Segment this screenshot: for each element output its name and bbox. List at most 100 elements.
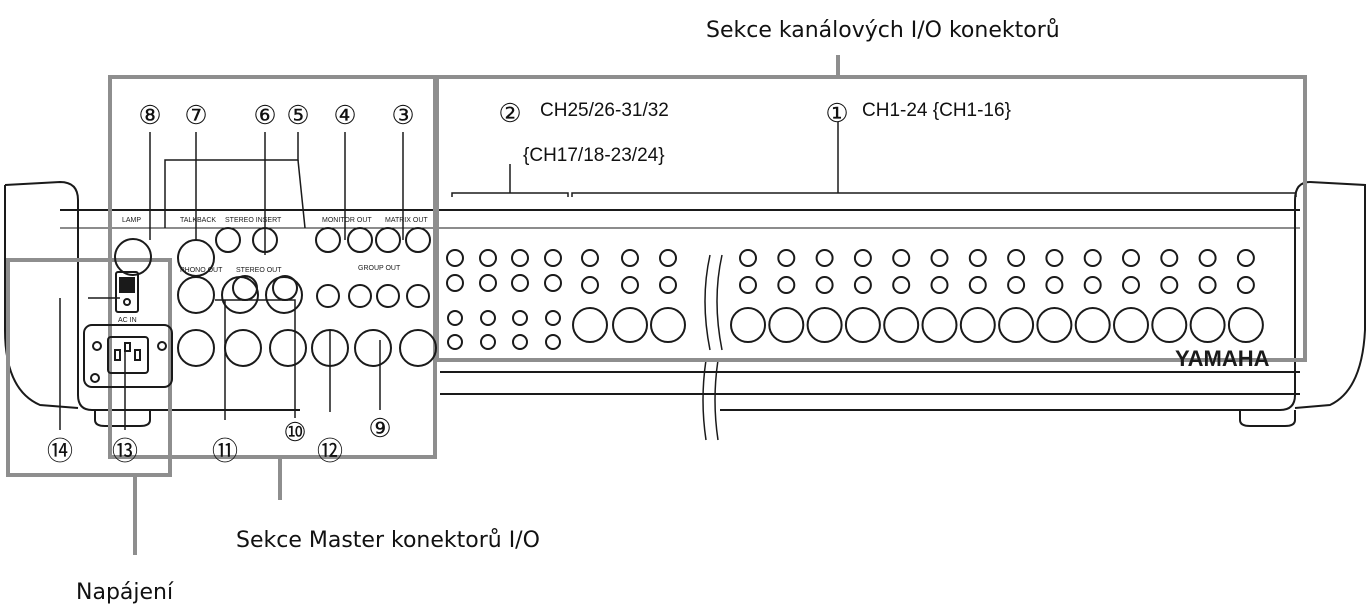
- master-connectors: [115, 228, 436, 366]
- stereo-jack-icon: [480, 250, 496, 266]
- input-b-jack-icon: [1200, 277, 1216, 293]
- group-label-ch17-24: {CH17/18-23/24}: [523, 146, 665, 165]
- insert-jack-icon: [855, 250, 871, 266]
- callout-6: ⑥: [253, 100, 276, 130]
- callout-3: ③: [391, 100, 414, 130]
- input-a-xlr-icon: [884, 308, 918, 342]
- insert-jack-icon: [817, 250, 833, 266]
- insert-jack-icon: [1008, 250, 1024, 266]
- callout-4: ④: [333, 100, 356, 130]
- panel-label-ac-in: AC IN: [118, 317, 137, 324]
- stereo-jack-icon: [480, 275, 496, 291]
- power-hardware: [84, 272, 172, 387]
- insert-jack-icon: [660, 250, 676, 266]
- insert-jack-icon: [1200, 250, 1216, 266]
- input-b-jack-icon: [1161, 277, 1177, 293]
- rca-jack-icon: [513, 311, 527, 325]
- callout-11: ⑪: [212, 436, 238, 466]
- input-b-jack-icon: [1085, 277, 1101, 293]
- input-a-xlr-icon: [769, 308, 803, 342]
- insert-jack-icon: [1123, 250, 1139, 266]
- callout-13: ⑬: [112, 436, 138, 466]
- panel-label-talkback: TALKBACK: [180, 217, 216, 224]
- rca-jack-icon: [448, 335, 462, 349]
- insert-jack-icon: [1085, 250, 1101, 266]
- panel-label-stereo-insert: STEREO INSERT: [225, 217, 282, 224]
- input-a-xlr-icon: [1076, 308, 1110, 342]
- insert-jack-icon: [970, 250, 986, 266]
- master-section-caption: Sekce Master konektorů I/O: [236, 530, 540, 552]
- panel-label-group-out: GROUP OUT: [358, 265, 401, 272]
- callout-2: ②: [498, 98, 521, 128]
- insert-jack-icon: [740, 250, 756, 266]
- rca-jack-icon: [546, 335, 560, 349]
- input-a-xlr-icon: [1152, 308, 1186, 342]
- callout-9: ⑨: [368, 413, 391, 443]
- stereo-jack-icon: [545, 275, 561, 291]
- insert-jack-icon: [893, 250, 909, 266]
- input-b-jack-icon: [1238, 277, 1254, 293]
- rca-jack-icon: [481, 311, 495, 325]
- input-a-xlr-icon: [1191, 308, 1225, 342]
- input-b-jack-icon: [932, 277, 948, 293]
- input-b-jack-icon: [1008, 277, 1024, 293]
- callout-7: ⑦: [184, 100, 207, 130]
- input-a-xlr-icon: [961, 308, 995, 342]
- callout-8: ⑧: [138, 100, 161, 130]
- input-a-xlr-icon: [573, 308, 607, 342]
- brand-logo: YAMAHA: [1175, 346, 1270, 371]
- input-b-jack-icon: [970, 277, 986, 293]
- callout-10: ⑩: [283, 417, 306, 447]
- section-frames: [8, 55, 1305, 555]
- insert-jack-icon: [1046, 250, 1062, 266]
- insert-jack-icon: [622, 250, 638, 266]
- rca-jack-icon: [546, 311, 560, 325]
- input-a-xlr-icon: [999, 308, 1033, 342]
- input-a-xlr-icon: [846, 308, 880, 342]
- stereo-jack-icon: [447, 250, 463, 266]
- input-a-xlr-icon: [1037, 308, 1071, 342]
- input-b-jack-icon: [740, 277, 756, 293]
- panel-label-monitor-out: MONITOR OUT: [322, 217, 372, 224]
- group-label-ch1-24: CH1-24 {CH1-16}: [862, 101, 1011, 120]
- input-a-xlr-icon: [923, 308, 957, 342]
- insert-jack-icon: [1238, 250, 1254, 266]
- stereo-jack-icon: [512, 250, 528, 266]
- rca-jack-icon: [481, 335, 495, 349]
- rca-jack-icon: [513, 335, 527, 349]
- panel-label-phono-out: PHONO OUT: [180, 267, 223, 274]
- input-b-jack-icon: [855, 277, 871, 293]
- input-b-jack-icon: [1046, 277, 1062, 293]
- power-section-frame: [8, 260, 170, 475]
- input-a-xlr-icon: [1229, 308, 1263, 342]
- ac-inlet-icon: [84, 325, 172, 387]
- panel-label-lamp: LAMP: [122, 217, 141, 224]
- rca-jack-icon: [448, 311, 462, 325]
- callout-12: ⑫: [317, 436, 343, 466]
- channel-section-caption: Sekce kanálových I/O konektorů: [706, 20, 1060, 42]
- input-a-xlr-icon: [1114, 308, 1148, 342]
- input-b-jack-icon: [1123, 277, 1139, 293]
- input-b-jack-icon: [660, 277, 676, 293]
- stereo-jack-icon: [512, 275, 528, 291]
- power-caption: Napájení: [76, 582, 173, 604]
- input-b-jack-icon: [778, 277, 794, 293]
- insert-jack-icon: [778, 250, 794, 266]
- input-a-xlr-icon: [613, 308, 647, 342]
- group-label-ch25-32: CH25/26-31/32: [540, 101, 669, 120]
- callout-5: ⑤: [286, 100, 309, 130]
- panel-label-matrix-out: MATRIX OUT: [385, 217, 428, 224]
- channel-connectors: [447, 250, 1263, 349]
- stereo-jack-icon: [545, 250, 561, 266]
- insert-jack-icon: [1161, 250, 1177, 266]
- callout-14: ⑭: [47, 436, 73, 466]
- input-b-jack-icon: [622, 277, 638, 293]
- input-b-jack-icon: [893, 277, 909, 293]
- input-a-xlr-icon: [731, 308, 765, 342]
- panel-label-stereo-out: STEREO OUT: [236, 267, 282, 274]
- insert-jack-icon: [932, 250, 948, 266]
- input-a-xlr-icon: [651, 308, 685, 342]
- callout-1: ①: [825, 98, 848, 128]
